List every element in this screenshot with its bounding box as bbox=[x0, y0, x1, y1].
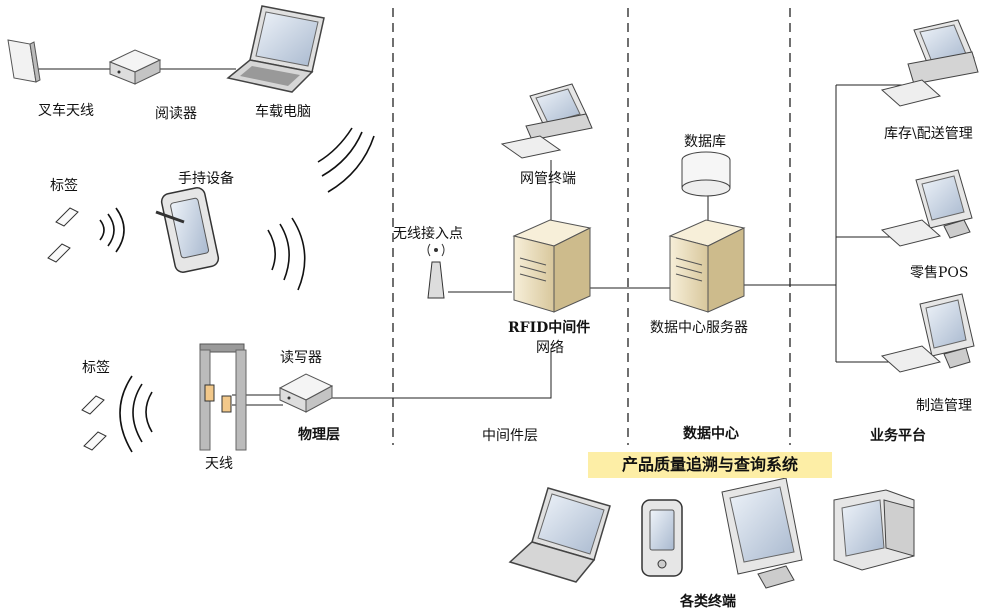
rfid-tag-icon bbox=[47, 207, 79, 263]
label-inventory-mgmt: 库存\配送管理 bbox=[884, 126, 973, 142]
laptop-icon bbox=[226, 5, 325, 93]
label-wireless-ap: 无线接入点 bbox=[393, 226, 463, 242]
monitor-icon bbox=[880, 169, 973, 247]
pda-icon bbox=[641, 499, 683, 577]
desktop-computer-icon bbox=[500, 83, 593, 159]
label-all-terminals: 各类终端 bbox=[680, 594, 736, 610]
label-physical-layer: 物理层 bbox=[298, 427, 340, 443]
reader-box-icon bbox=[278, 373, 334, 413]
label-handheld: 手持设备 bbox=[178, 171, 234, 187]
laptop-icon bbox=[508, 487, 611, 583]
label-forklift-antenna: 叉车天线 bbox=[38, 103, 94, 119]
antenna-panel-icon bbox=[7, 39, 41, 83]
label-rfid-middleware: RFID中间件 bbox=[508, 320, 591, 336]
label-reader-writer: 读写器 bbox=[280, 350, 322, 366]
line-readerwriter-middleware bbox=[330, 348, 552, 399]
monitor-icon bbox=[721, 477, 803, 589]
label-tag-bottom: 标签 bbox=[82, 360, 110, 376]
label-retail-pos: 零售POS bbox=[910, 265, 969, 281]
label-manufacturing-mgmt: 制造管理 bbox=[916, 398, 972, 414]
reader-box-icon bbox=[108, 49, 162, 85]
system-banner: 产品质量追溯与查询系统 bbox=[588, 452, 832, 478]
database-cylinder-icon bbox=[681, 151, 731, 197]
label-business-platform: 业务平台 bbox=[870, 428, 926, 444]
waves-gate bbox=[119, 375, 153, 453]
waves-tags-handheld bbox=[99, 207, 125, 253]
label-nms-terminal: 网管终端 bbox=[520, 171, 576, 187]
rfid-tag-icon bbox=[81, 395, 107, 451]
rfid-gate-icon bbox=[199, 343, 247, 451]
crt-monitor-icon bbox=[833, 489, 915, 571]
waves-laptop-handheld bbox=[317, 127, 375, 193]
label-data-center: 数据中心 bbox=[683, 426, 739, 442]
label-gate-antenna: 天线 bbox=[205, 456, 233, 472]
label-reader: 阅读器 bbox=[155, 106, 197, 122]
label-database: 数据库 bbox=[684, 134, 726, 150]
label-middleware-layer: 中间件层 bbox=[482, 428, 538, 444]
monitor-icon bbox=[880, 293, 975, 373]
wireless-ap-icon bbox=[427, 243, 445, 299]
desktop-computer-icon bbox=[880, 19, 979, 107]
label-tag-middle: 标签 bbox=[50, 178, 78, 194]
waves-handheld-ap bbox=[267, 217, 306, 291]
label-vehicle-pc: 车载电脑 bbox=[255, 104, 311, 120]
handheld-device-icon bbox=[155, 187, 220, 273]
server-tower-icon bbox=[668, 219, 746, 313]
label-dc-server: 数据中心服务器 bbox=[650, 320, 748, 336]
layer-dividers bbox=[392, 8, 791, 445]
server-tower-icon bbox=[512, 219, 592, 313]
radio-waves bbox=[99, 127, 375, 453]
label-network: 网络 bbox=[536, 340, 564, 356]
